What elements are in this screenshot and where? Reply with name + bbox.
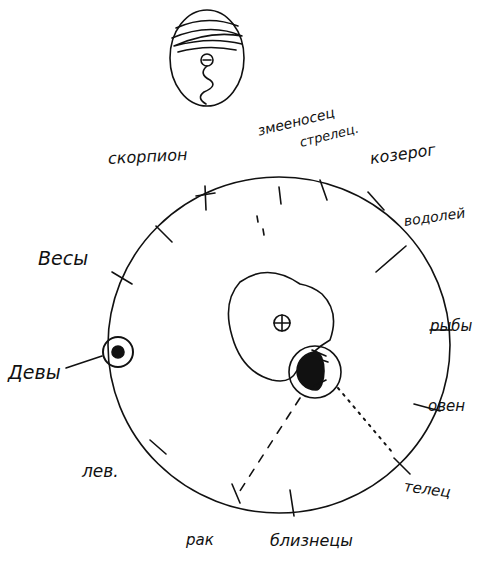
zodiac-label: рыбы — [430, 318, 472, 335]
sun-symbol — [274, 315, 290, 331]
sector-ticks — [66, 180, 452, 516]
earth-shade — [297, 352, 324, 390]
zodiac-label: Девы — [8, 362, 61, 383]
zodiac-label: козерог — [369, 141, 437, 168]
zodiac-label: овен — [428, 398, 465, 415]
earth-hatch — [310, 350, 328, 386]
zodiac-label: водолей — [403, 205, 466, 229]
sun-cross — [274, 315, 290, 331]
zodiac-label: Весы — [38, 248, 88, 269]
zodiac-circle — [108, 177, 450, 513]
planet-circle — [103, 337, 133, 367]
zodiac-label: рак — [186, 532, 214, 549]
planet-scribble — [172, 20, 242, 52]
zodiac-label: телец — [403, 478, 452, 501]
dashed-ray — [238, 398, 300, 494]
zodiac-label: скорпион — [108, 146, 188, 168]
planet-squiggle — [200, 60, 212, 104]
dotted-ray — [338, 388, 392, 452]
planet-sketch — [170, 10, 244, 106]
earth-circle — [289, 346, 341, 398]
planet-dot — [112, 346, 124, 358]
zodiac-label: лев. — [82, 462, 119, 481]
zodiac-label: близнецы — [270, 532, 353, 550]
